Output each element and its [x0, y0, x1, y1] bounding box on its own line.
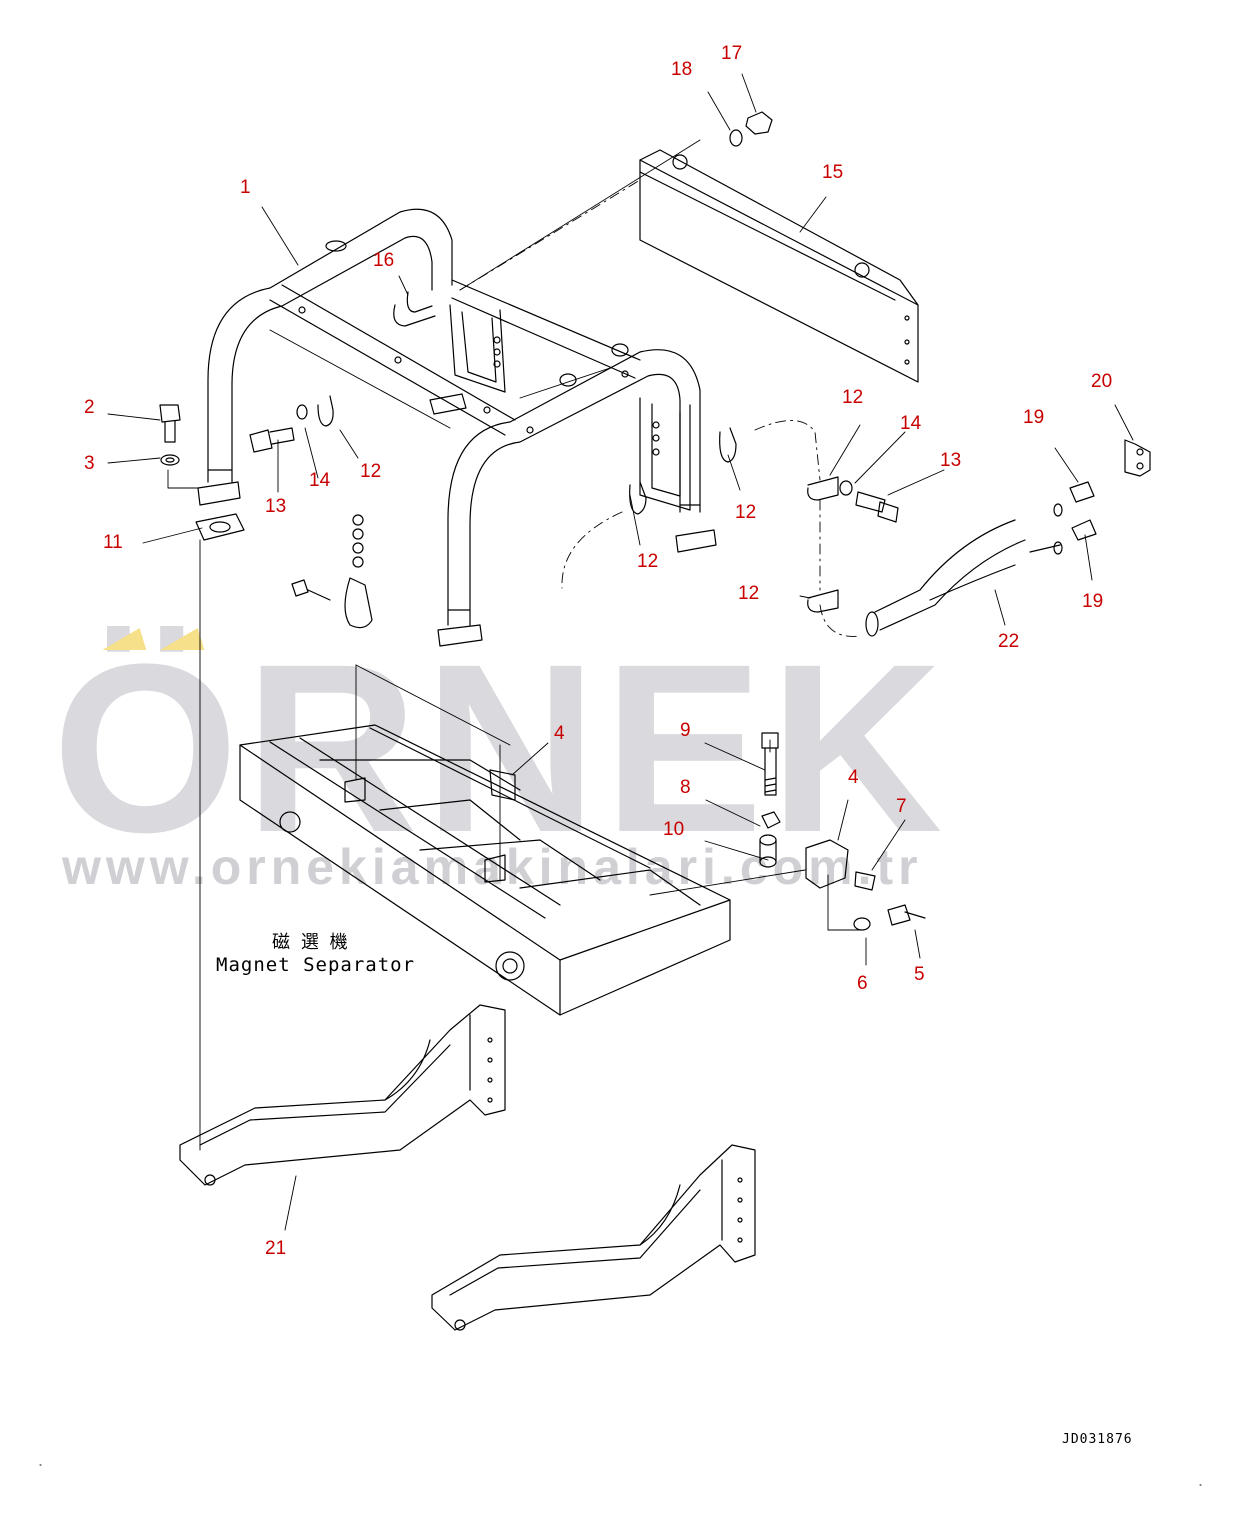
leader-lines [107, 73, 1134, 1231]
callout-13b: 13 [940, 450, 962, 471]
callout-12a: 12 [360, 461, 382, 482]
callout-16: 16 [373, 250, 395, 271]
callout-4b: 4 [848, 767, 859, 788]
callout-14b: 14 [900, 413, 922, 434]
callout-9: 9 [680, 720, 691, 741]
callout-18: 18 [671, 59, 693, 80]
callout-15: 15 [822, 162, 844, 183]
callout-14a: 14 [309, 470, 331, 491]
callout-12e: 12 [738, 583, 760, 604]
side-frame-upper [179, 1004, 506, 1186]
callout-3: 3 [84, 453, 95, 474]
callout-5: 5 [914, 964, 925, 985]
callout-12b: 12 [735, 502, 757, 523]
magnet-label-en: Magnet Separator [216, 954, 416, 976]
callout-22: 22 [998, 631, 1020, 652]
fasteners [159, 111, 1151, 931]
drawing-id: JD031876 [1062, 1432, 1133, 1447]
cover-plate [639, 149, 919, 383]
dashed-lines [459, 179, 861, 637]
callout-12d: 12 [842, 387, 864, 408]
callout-17: 17 [721, 43, 743, 64]
magnet-separator [239, 724, 731, 1016]
callout-1: 1 [240, 177, 251, 198]
callout-12c: 12 [637, 551, 659, 572]
callout-8: 8 [680, 777, 691, 798]
callout-6: 6 [857, 973, 868, 994]
callout-4a: 4 [554, 723, 565, 744]
watermark-brand: ÖRNEK [52, 614, 949, 882]
callout-19a: 19 [1023, 407, 1045, 428]
callout-10: 10 [663, 819, 685, 840]
callout-20: 20 [1091, 371, 1113, 392]
callout-21: 21 [265, 1238, 287, 1259]
magnet-label-jp: 磁 選 機 [272, 932, 348, 953]
hook-part [393, 304, 436, 327]
callout-19b: 19 [1082, 591, 1104, 612]
callout-11: 11 [103, 532, 123, 553]
watermark-url: www.ornekiamakinalari.com.tr [62, 839, 923, 895]
callout-13a: 13 [265, 496, 287, 517]
side-frame-lower [431, 1144, 756, 1331]
roll-bar-frame [197, 208, 717, 647]
callout-2: 2 [84, 397, 95, 418]
callout-7: 7 [896, 796, 907, 817]
